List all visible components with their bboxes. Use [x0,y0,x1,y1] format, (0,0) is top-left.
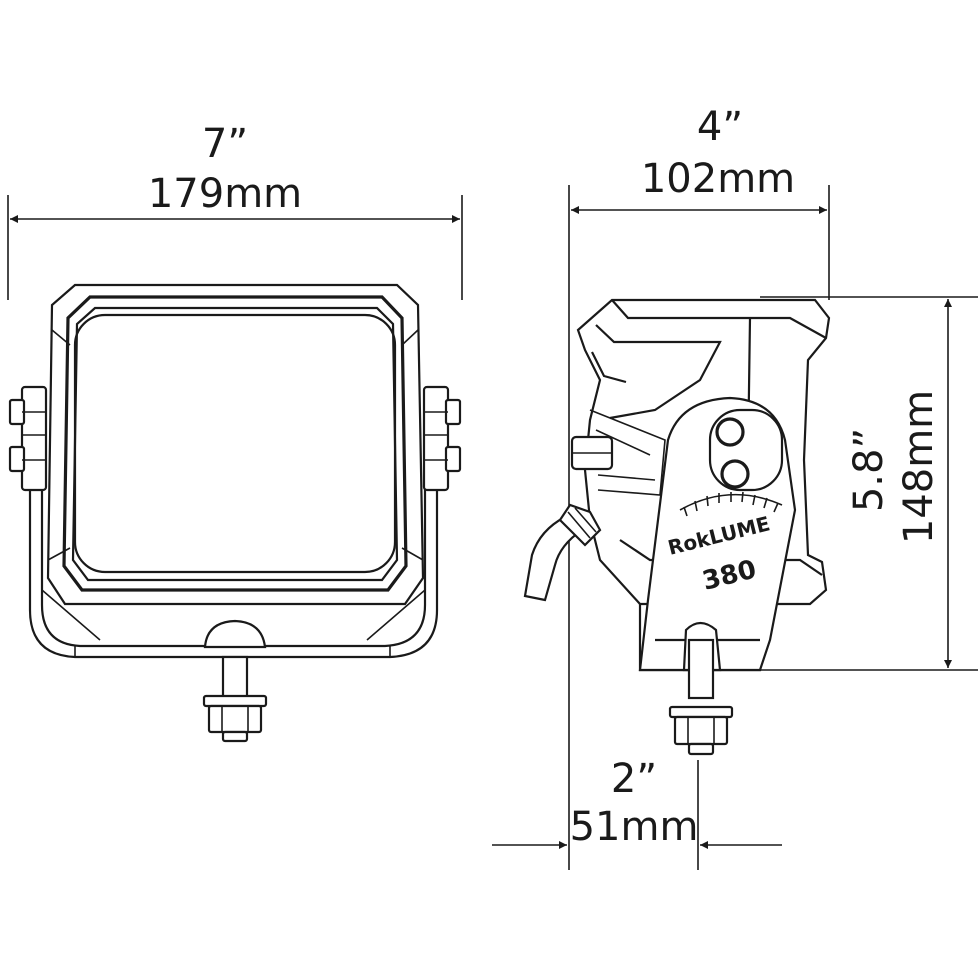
lens [73,313,397,574]
front-mount-bolt [202,619,268,743]
mount-offset-dimension: 2” 51mm [492,756,782,870]
side-mount-bolt [668,638,734,756]
right-mount-knob [422,385,462,492]
height-inches-label: 5.8” [846,428,892,512]
front-housing [46,283,425,606]
depth-mm-label: 102mm [641,156,795,202]
offset-mm-label: 51mm [570,804,699,850]
side-view: 4” 102mm 5.8” 148mm 2” 51mm [492,104,978,870]
depth-inches-label: 4” [697,104,743,150]
left-mount-knob [8,385,48,492]
depth-dimension: 4” 102mm [568,104,830,870]
width-mm-label: 179mm [148,171,302,217]
upper-pivot-hole [715,417,745,447]
power-cable [523,503,602,602]
offset-inches-label: 2” [611,756,657,802]
width-inches-label: 7” [202,121,248,167]
height-dimension: 5.8” 148mm [730,296,978,671]
side-bracket: RokLUME 380 [638,396,797,672]
width-dimension: 7” 179mm [7,121,463,300]
front-view: 7” 179mm [7,121,463,743]
angle-scale [679,491,783,517]
lower-pivot-hole [720,459,750,489]
height-mm-label: 148mm [896,390,942,544]
